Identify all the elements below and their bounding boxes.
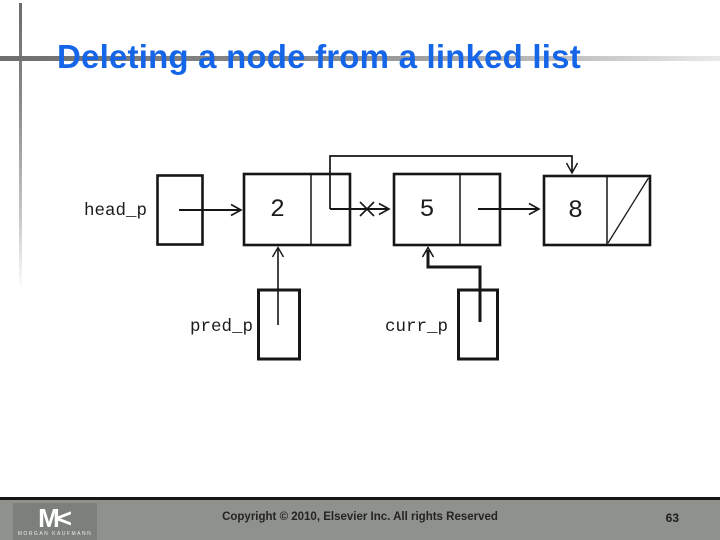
page-title: Deleting a node from a linked list [57, 38, 581, 76]
pred-pointer-label: pred_p [190, 317, 254, 337]
curr-pointer-box [457, 288, 499, 361]
node5-to-node8-arrow [478, 202, 541, 216]
pred-arrow [271, 246, 285, 325]
morgan-kaufmann-logo: M< MORGAN KAUFMANN [13, 503, 97, 540]
x-mark-icon [359, 201, 375, 217]
node-value: 5 [419, 195, 435, 224]
pred-pointer-box [257, 288, 301, 361]
footer-top-line [0, 497, 720, 500]
footer: M< MORGAN KAUFMANN Copyright © 2010, Els… [0, 495, 720, 540]
curr-arrow [421, 246, 482, 322]
bypass-arrow [329, 155, 579, 209]
deleted-link-arrow [330, 202, 391, 216]
head-arrow [179, 203, 243, 217]
footer-bar [0, 500, 720, 540]
left-vertical-rule [19, 3, 22, 291]
curr-pointer-label: curr_p [385, 317, 449, 337]
node-value: 2 [269, 195, 285, 224]
title-underline-rule [0, 56, 720, 61]
mk-logo-name: MORGAN KAUFMANN [17, 530, 93, 537]
head-pointer-label: head_p [84, 201, 148, 221]
node-8-box [542, 174, 652, 247]
copyright-text: Copyright © 2010, Elsevier Inc. All righ… [222, 511, 498, 523]
node-value: 8 [567, 196, 583, 225]
page-number: 63 [665, 511, 679, 525]
mk-logo-monogram: M< [38, 502, 72, 533]
null-slash [607, 177, 650, 244]
